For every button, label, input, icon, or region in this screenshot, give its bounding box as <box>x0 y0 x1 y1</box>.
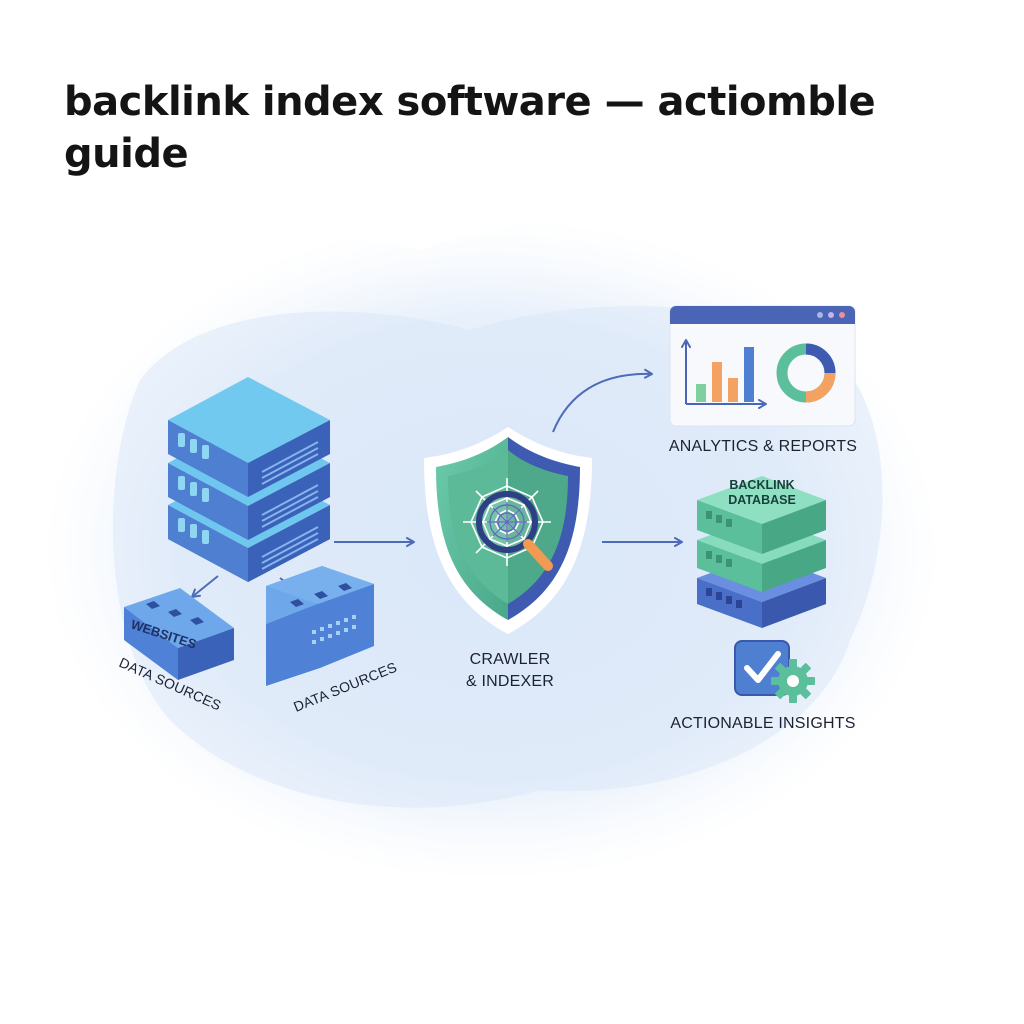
spider-web-shield-icon <box>424 427 592 634</box>
analytics-label: ANALYTICS & REPORTS <box>669 438 857 455</box>
checkbox-gear-icon <box>734 640 815 703</box>
insights-label: ACTIONABLE INSIGHTS <box>670 715 855 732</box>
crawler-label-line2: & INDEXER <box>466 673 554 690</box>
database-label-line2: DATABASE <box>728 493 796 507</box>
arrow-to-analytics <box>552 368 653 433</box>
page-title: backlink index software — actiomble guid… <box>64 79 876 177</box>
crawler-label-line1: CRAWLER <box>470 651 551 668</box>
database-label-line1: BACKLINK <box>729 478 794 492</box>
websites-block-icon <box>124 588 234 680</box>
arrow-to-websites <box>191 575 219 598</box>
server-stack-icon <box>168 377 330 582</box>
database-stack-icon <box>697 476 826 628</box>
data-sources-block-icon <box>266 566 374 686</box>
chart-dashboard-icon <box>669 305 856 427</box>
